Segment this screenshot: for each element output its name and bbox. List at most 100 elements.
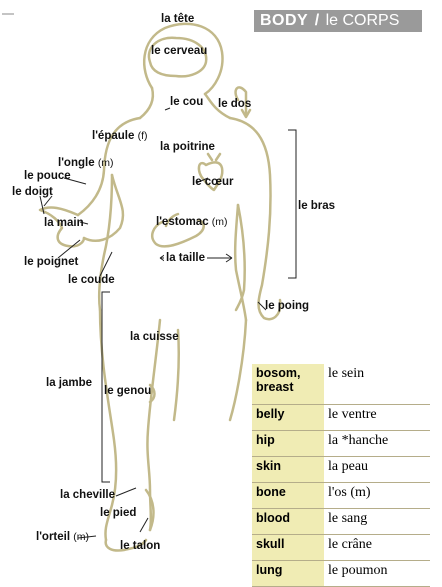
leader-ankle: [115, 487, 137, 497]
label-estomac-text: l'estomac: [156, 216, 209, 228]
left-leg-inner: [146, 318, 162, 532]
knee: [148, 383, 156, 404]
label-ongle-text: l'ongle: [58, 157, 95, 169]
leader-finger: [43, 195, 53, 207]
left-hand: [38, 206, 86, 248]
leader-heart: [195, 177, 209, 184]
vocab-english: belly: [252, 404, 324, 431]
leader-waist-right-head: [225, 253, 233, 263]
back-arrow-head: [240, 108, 252, 119]
vocab-french: la peau: [324, 456, 430, 483]
back-arrow: [234, 86, 248, 118]
banner-separator: /: [314, 12, 320, 29]
label-pied: le pied: [100, 507, 137, 519]
label-cheville: la cheville: [60, 489, 115, 501]
leader-elbow: [99, 251, 113, 277]
label-epaule: l'épaule (f): [92, 130, 148, 143]
leader-heel: [139, 517, 149, 533]
right-arm-outer: [228, 116, 282, 321]
right-arm-inner: [234, 203, 246, 312]
label-cuisse: la cuisse: [130, 331, 179, 343]
vocab-french: le ventre: [324, 404, 430, 431]
stomach-outline: [151, 218, 205, 248]
body-silhouette: [38, 22, 282, 552]
label-taille: la taille: [164, 252, 207, 265]
right-leg-outer: [228, 318, 248, 422]
heart-outline: [197, 161, 224, 192]
vocab-french: l'os (m): [324, 482, 430, 509]
brain-outline: [147, 36, 208, 78]
vocab-english: lung: [252, 560, 324, 587]
label-ongle-note: (m): [97, 157, 114, 169]
label-talon: le talon: [120, 540, 161, 552]
leader-thumb: [63, 177, 87, 185]
foot: [104, 538, 148, 552]
vocab-french: le sang: [324, 508, 430, 535]
vocab-french: le poumon: [324, 560, 430, 587]
heart-vessels: [206, 152, 222, 162]
leader-fist: [257, 301, 267, 311]
leader-finger-2: [39, 195, 45, 215]
leader-wrist: [57, 239, 81, 259]
label-bras: le bras: [298, 200, 336, 212]
stomach-top: [164, 212, 180, 228]
leader-neck: [164, 107, 171, 111]
label-estomac-note: (m): [211, 216, 228, 228]
label-coude: le coude: [68, 274, 115, 286]
vocab-french: la *hanche: [324, 430, 430, 457]
banner-french: le CORPS: [325, 12, 400, 29]
title-banner: BODY / le CORPS: [254, 10, 422, 32]
label-ongle: l'ongle (m): [58, 157, 114, 170]
label-orteil-note: (m): [73, 531, 89, 543]
label-estomac: l'estomac (m): [156, 216, 228, 229]
label-poignet: le poignet: [24, 256, 79, 268]
label-genou: le genou: [104, 385, 152, 397]
label-pouce: le pouce: [24, 170, 71, 182]
label-doigt: le doigt: [12, 186, 53, 198]
arm-bracket: [288, 129, 297, 279]
leader-hand: [79, 221, 89, 225]
left-leg-outer: [98, 308, 118, 542]
label-jambe: la jambe: [46, 377, 93, 389]
vocab-english: blood: [252, 508, 324, 535]
label-epaule-text: l'épaule: [92, 130, 135, 142]
label-poing: le poing: [265, 300, 310, 312]
left-arm-inner: [82, 173, 125, 242]
label-poitrine: la poitrine: [160, 141, 215, 153]
left-arm-outer: [76, 116, 142, 217]
label-dos: le dos: [218, 98, 252, 110]
neck-right: [203, 92, 232, 120]
head-outline: [143, 22, 224, 96]
vocab-french: le sein: [324, 364, 430, 405]
label-main: la main: [44, 217, 84, 229]
vocab-english: hip: [252, 430, 324, 457]
label-orteil: l'orteil (m): [36, 531, 89, 544]
neck-left: [138, 86, 155, 120]
label-cerveau: le cerveau: [151, 45, 208, 57]
vocab-english: bone: [252, 482, 324, 509]
right-leg-inner: [172, 328, 181, 422]
heel: [144, 488, 155, 532]
label-cou: le cou: [170, 96, 204, 108]
vocab-english: skull: [252, 534, 324, 561]
leg-bracket: [101, 291, 110, 483]
leader-toe: [77, 535, 97, 539]
label-orteil-text: l'orteil: [36, 531, 71, 543]
banner-english: BODY: [260, 12, 309, 29]
vocab-english: skin: [252, 456, 324, 483]
label-epaule-note: (f): [137, 130, 148, 142]
vocab-french: le crâne: [324, 534, 430, 561]
label-coeur: le cœur: [192, 176, 234, 188]
